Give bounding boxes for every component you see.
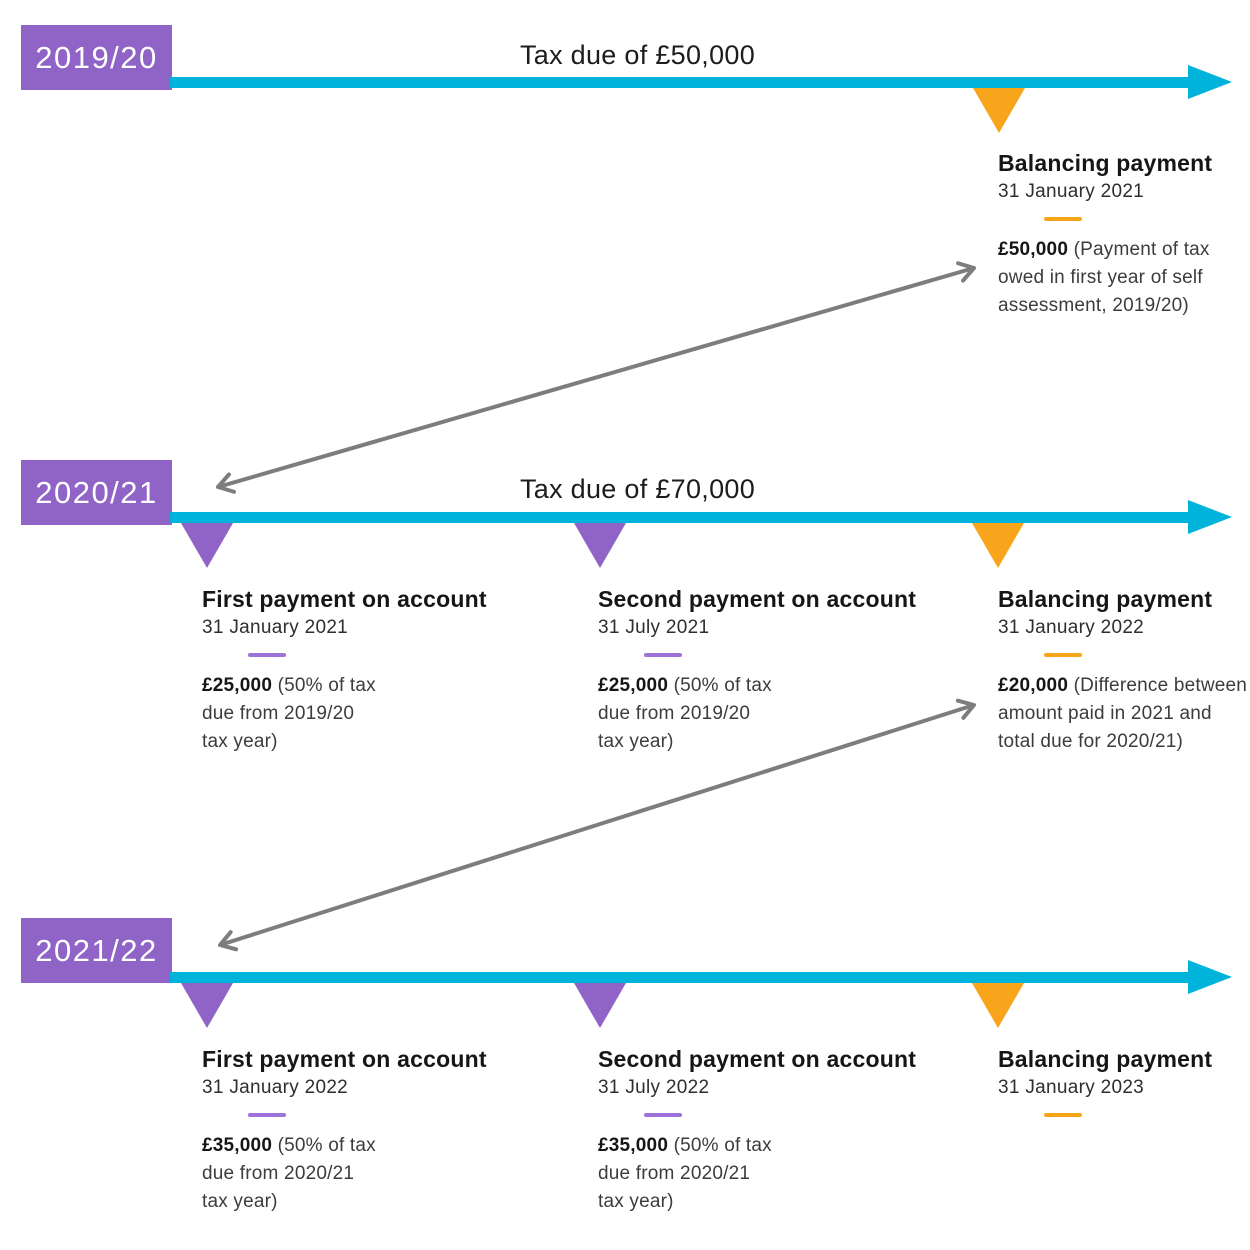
connector-arrow-icon [216, 261, 976, 494]
event-underline [644, 1113, 682, 1117]
event-amount: £35,000 (50% of tax due from 2020/21 tax… [598, 1135, 772, 1212]
year-badge-2020-21: 2020/21 [21, 460, 172, 525]
event-date: 31 July 2022 [598, 1077, 710, 1098]
payment-marker-icon [181, 523, 233, 568]
event-underline [644, 653, 682, 657]
event-second-payment: Second payment on account 31 July 2022 £… [598, 1046, 916, 1216]
event-date: 31 January 2021 [998, 181, 1145, 202]
payment-marker-icon [574, 983, 626, 1028]
event-underline [1044, 653, 1082, 657]
timeline-arrow-icon [1188, 500, 1232, 534]
event-date: 31 January 2022 [998, 617, 1145, 638]
balancing-payment-marker-icon [972, 983, 1024, 1028]
event-amount: £20,000 (Difference between amount paid … [998, 675, 1248, 752]
row-title-tax-due: Tax due of £70,000 [519, 474, 756, 504]
event-second-payment: Second payment on account 31 July 2021 £… [598, 586, 916, 756]
event-title: Balancing payment [998, 586, 1213, 612]
timeline-line [170, 972, 1191, 983]
event-date: 31 January 2021 [202, 617, 349, 638]
event-title: Second payment on account [598, 1046, 917, 1072]
timeline-arrow-icon [1188, 65, 1232, 99]
event-first-payment: First payment on account 31 January 2022… [202, 1046, 487, 1216]
event-balancing-payment: Balancing payment 31 January 2021 £50,00… [998, 150, 1216, 320]
timeline-arrow-icon [1188, 960, 1232, 994]
row-title-tax-due: Tax due of £50,000 [519, 40, 756, 70]
event-date: 31 January 2022 [202, 1077, 349, 1098]
event-date: 31 July 2021 [598, 617, 710, 638]
event-underline [248, 653, 286, 657]
event-title: First payment on account [202, 586, 487, 612]
timeline-line [170, 77, 1191, 88]
year-badge-2021-22: 2021/22 [21, 918, 172, 983]
payment-marker-icon [181, 983, 233, 1028]
event-amount: £25,000 (50% of tax due from 2019/20 tax… [202, 675, 376, 752]
event-underline [1044, 217, 1082, 221]
balancing-payment-marker-icon [972, 523, 1024, 568]
event-underline [248, 1113, 286, 1117]
event-amount: £25,000 (50% of tax due from 2019/20 tax… [598, 675, 772, 752]
event-date: 31 January 2023 [998, 1077, 1145, 1098]
event-title: Balancing payment [998, 1046, 1213, 1072]
year-badge-2019-20: 2019/20 [21, 25, 172, 90]
event-title: Second payment on account [598, 586, 917, 612]
balancing-payment-marker-icon [973, 88, 1025, 133]
event-amount: £50,000 (Payment of tax owed in first ye… [998, 239, 1210, 316]
event-first-payment: First payment on account 31 January 2021… [202, 586, 487, 756]
payment-marker-icon [574, 523, 626, 568]
event-title: Balancing payment [998, 150, 1213, 176]
event-balancing-payment: Balancing payment 31 January 2023 [998, 1046, 1250, 1132]
event-underline [1044, 1113, 1082, 1117]
event-title: First payment on account [202, 1046, 487, 1072]
event-balancing-payment: Balancing payment 31 January 2022 £20,00… [998, 586, 1250, 756]
event-amount: £35,000 (50% of tax due from 2020/21 tax… [202, 1135, 376, 1212]
timeline-line [170, 512, 1191, 523]
